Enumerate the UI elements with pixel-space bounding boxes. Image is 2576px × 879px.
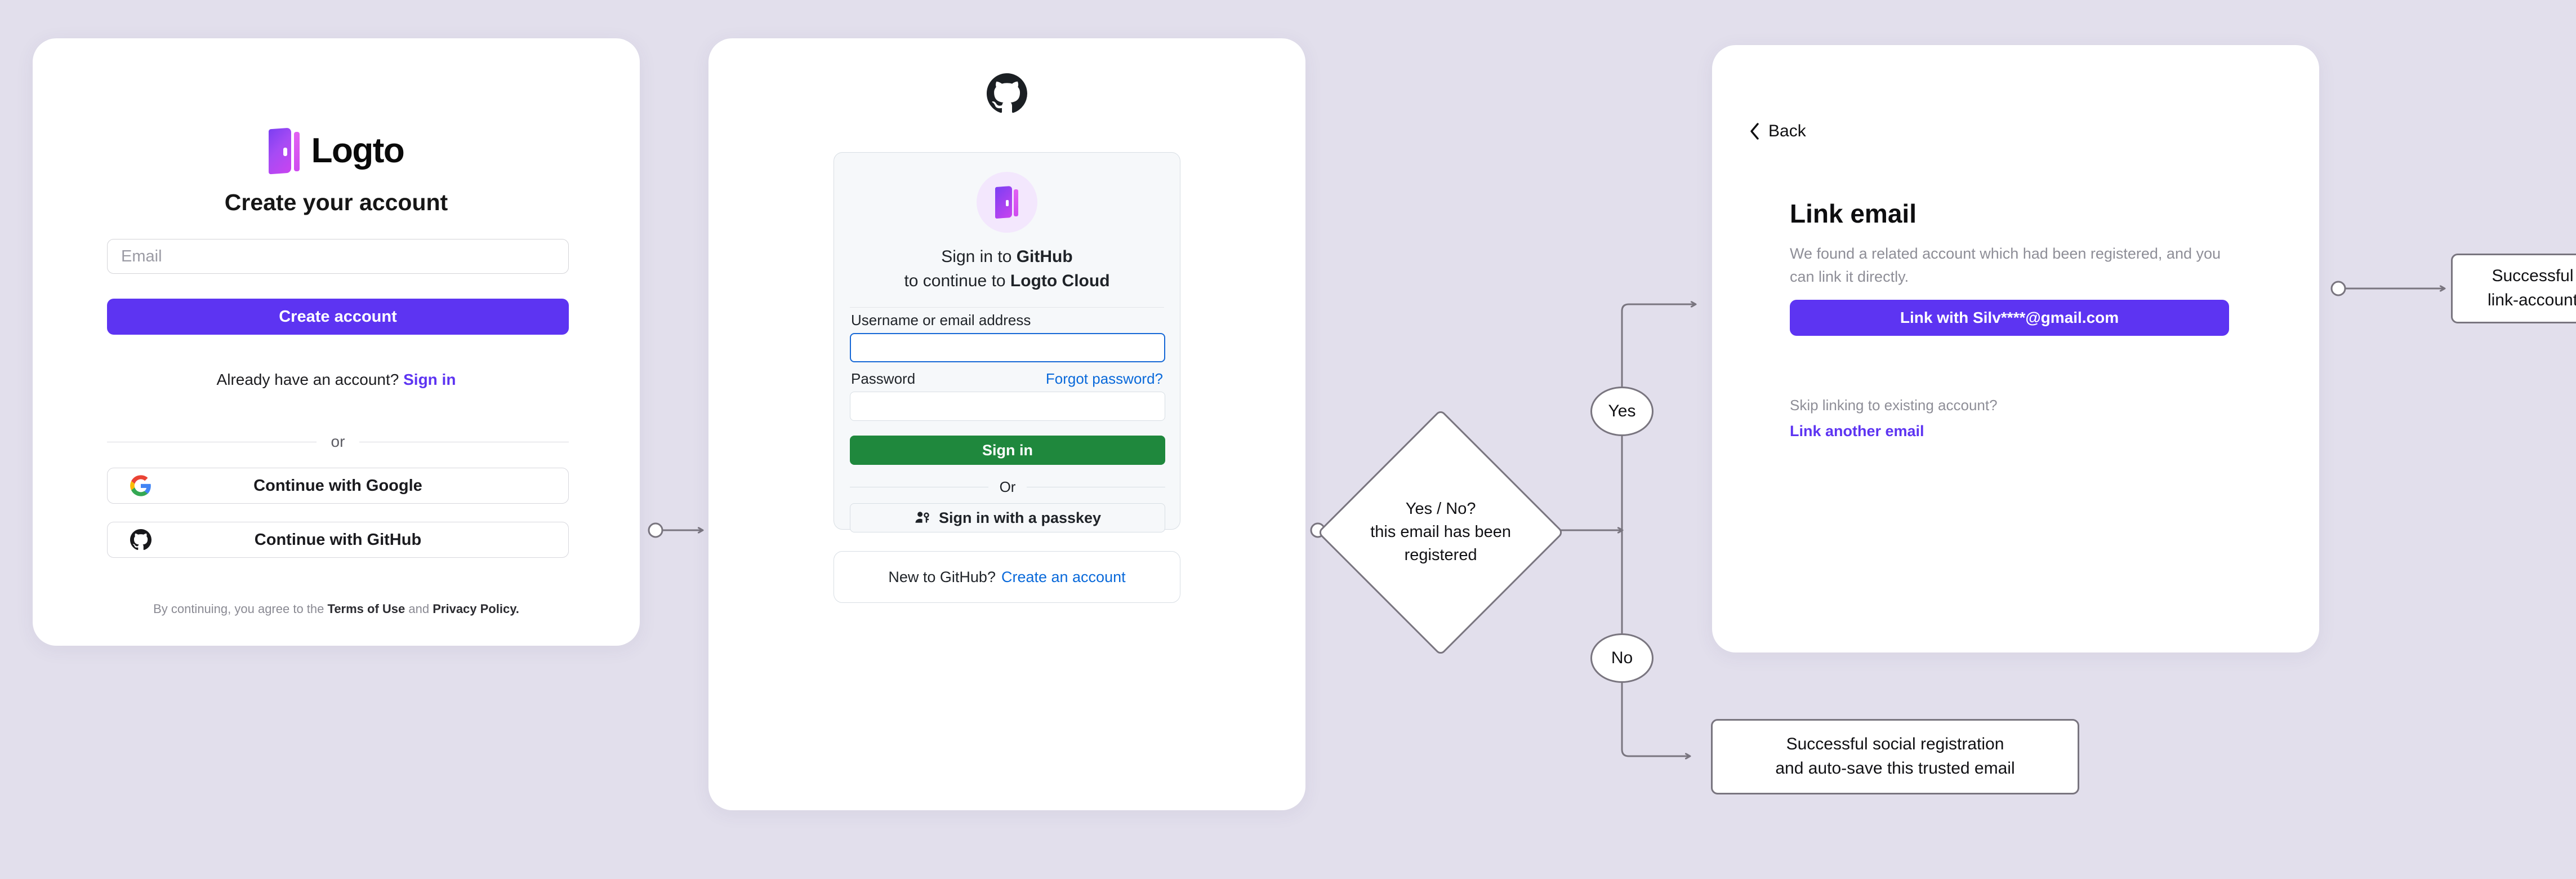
back-button[interactable]: Back [1749,122,1806,141]
username-input[interactable] [850,333,1165,362]
terms-of-use-link[interactable]: Terms of Use [327,602,405,616]
heading-line2-brand: Logto Cloud [1010,271,1110,290]
already-have-account-row: Already have an account? Sign in [33,371,640,389]
divider-label: or [331,433,345,450]
link-email-title: Link email [1790,199,1917,228]
github-logo [708,73,1305,114]
decision-line-1: Yes / No? [1405,500,1476,518]
logto-logo: Logto [33,127,640,175]
result-social-registration-success: Successful social registration and auto-… [1711,719,2079,794]
github-signin-heading: Sign in to GitHub to continue to Logto C… [834,245,1180,293]
back-label: Back [1768,122,1806,140]
passkey-icon [915,512,929,523]
create-account-card: Logto Create your account Email Create a… [33,38,640,646]
link-success-line-2: link-account [2487,291,2576,309]
github-sign-in-button[interactable]: Sign in [850,436,1165,465]
github-mark-icon [987,73,1027,113]
github-signin-panel: Sign in to GitHub to continue to Logto C… [834,152,1180,532]
heading-line2-prefix: to continue to [904,271,1010,290]
decision-node: Yes / No? this email has been registered [1317,409,1565,656]
link-email-card: Back Link email We found a related accou… [1712,45,2319,652]
email-input[interactable]: Email [107,239,569,274]
skip-linking-label: Skip linking to existing account? [1790,397,1998,414]
password-input[interactable] [850,392,1165,421]
branch-node-no: No [1590,633,1654,683]
decision-line-3: registered [1404,546,1477,565]
forgot-password-link[interactable]: Forgot password? [1045,370,1163,387]
privacy-policy-link[interactable]: Privacy Policy. [433,602,519,616]
logto-door-icon [268,127,300,175]
continue-with-github-button[interactable]: Continue with GitHub [107,522,569,558]
result-link-account-success: Successful link-account [2451,254,2576,323]
social-success-line-1: Successful social registration [1786,735,2004,754]
decision-line-2: this email has been [1370,523,1511,541]
email-placeholder: Email [121,247,162,265]
github-create-account-link[interactable]: Create an account [1001,568,1126,585]
logto-wordmark: Logto [311,131,405,170]
username-label: Username or email address [851,312,1031,328]
already-have-account-label: Already have an account? [216,371,399,388]
chevron-left-icon [1750,123,1759,140]
logto-door-icon [995,185,1019,219]
link-email-description: We found a related account which had bee… [1790,245,2221,285]
link-with-email-button[interactable]: Link with Silv****@gmail.com [1790,300,2229,336]
branch-node-yes: Yes [1590,387,1654,436]
app-avatar [977,172,1037,233]
github-or-divider: Or [850,478,1166,496]
continue-with-google-button[interactable]: Continue with Google [107,468,569,504]
decision-node-text: Yes / No? this email has been registered [1370,498,1511,567]
or-divider: or [107,433,569,451]
heading-line1-brand: GitHub [1016,247,1073,266]
terms-and: and [408,602,430,616]
link-success-line-1: Successful [2492,267,2574,286]
new-to-github-label: New to GitHub? [888,568,996,585]
continue-with-google-label: Continue with Google [253,476,422,495]
github-signin-card: Sign in to GitHub to continue to Logto C… [708,38,1305,810]
heading-line1-prefix: Sign in to [941,247,1017,266]
divider-label: Or [999,478,1016,495]
google-icon [130,475,151,496]
terms-footer: By continuing, you agree to the Terms of… [33,602,640,616]
continue-with-github-label: Continue with GitHub [254,530,422,549]
new-to-github-panel: New to GitHub? Create an account [834,551,1180,603]
password-label: Password [851,370,916,387]
create-account-button[interactable]: Create account [107,299,569,335]
passkey-sign-in-button[interactable]: Sign in with a passkey [850,503,1165,532]
page-title: Create your account [224,189,448,215]
terms-prefix: By continuing, you agree to the [153,602,324,616]
panel-divider [850,307,1164,308]
link-another-email-link[interactable]: Link another email [1790,423,1924,440]
passkey-label: Sign in with a passkey [938,509,1102,526]
social-success-line-2: and auto-save this trusted email [1775,759,2015,778]
github-icon [130,529,151,551]
sign-in-link[interactable]: Sign in [403,371,456,388]
